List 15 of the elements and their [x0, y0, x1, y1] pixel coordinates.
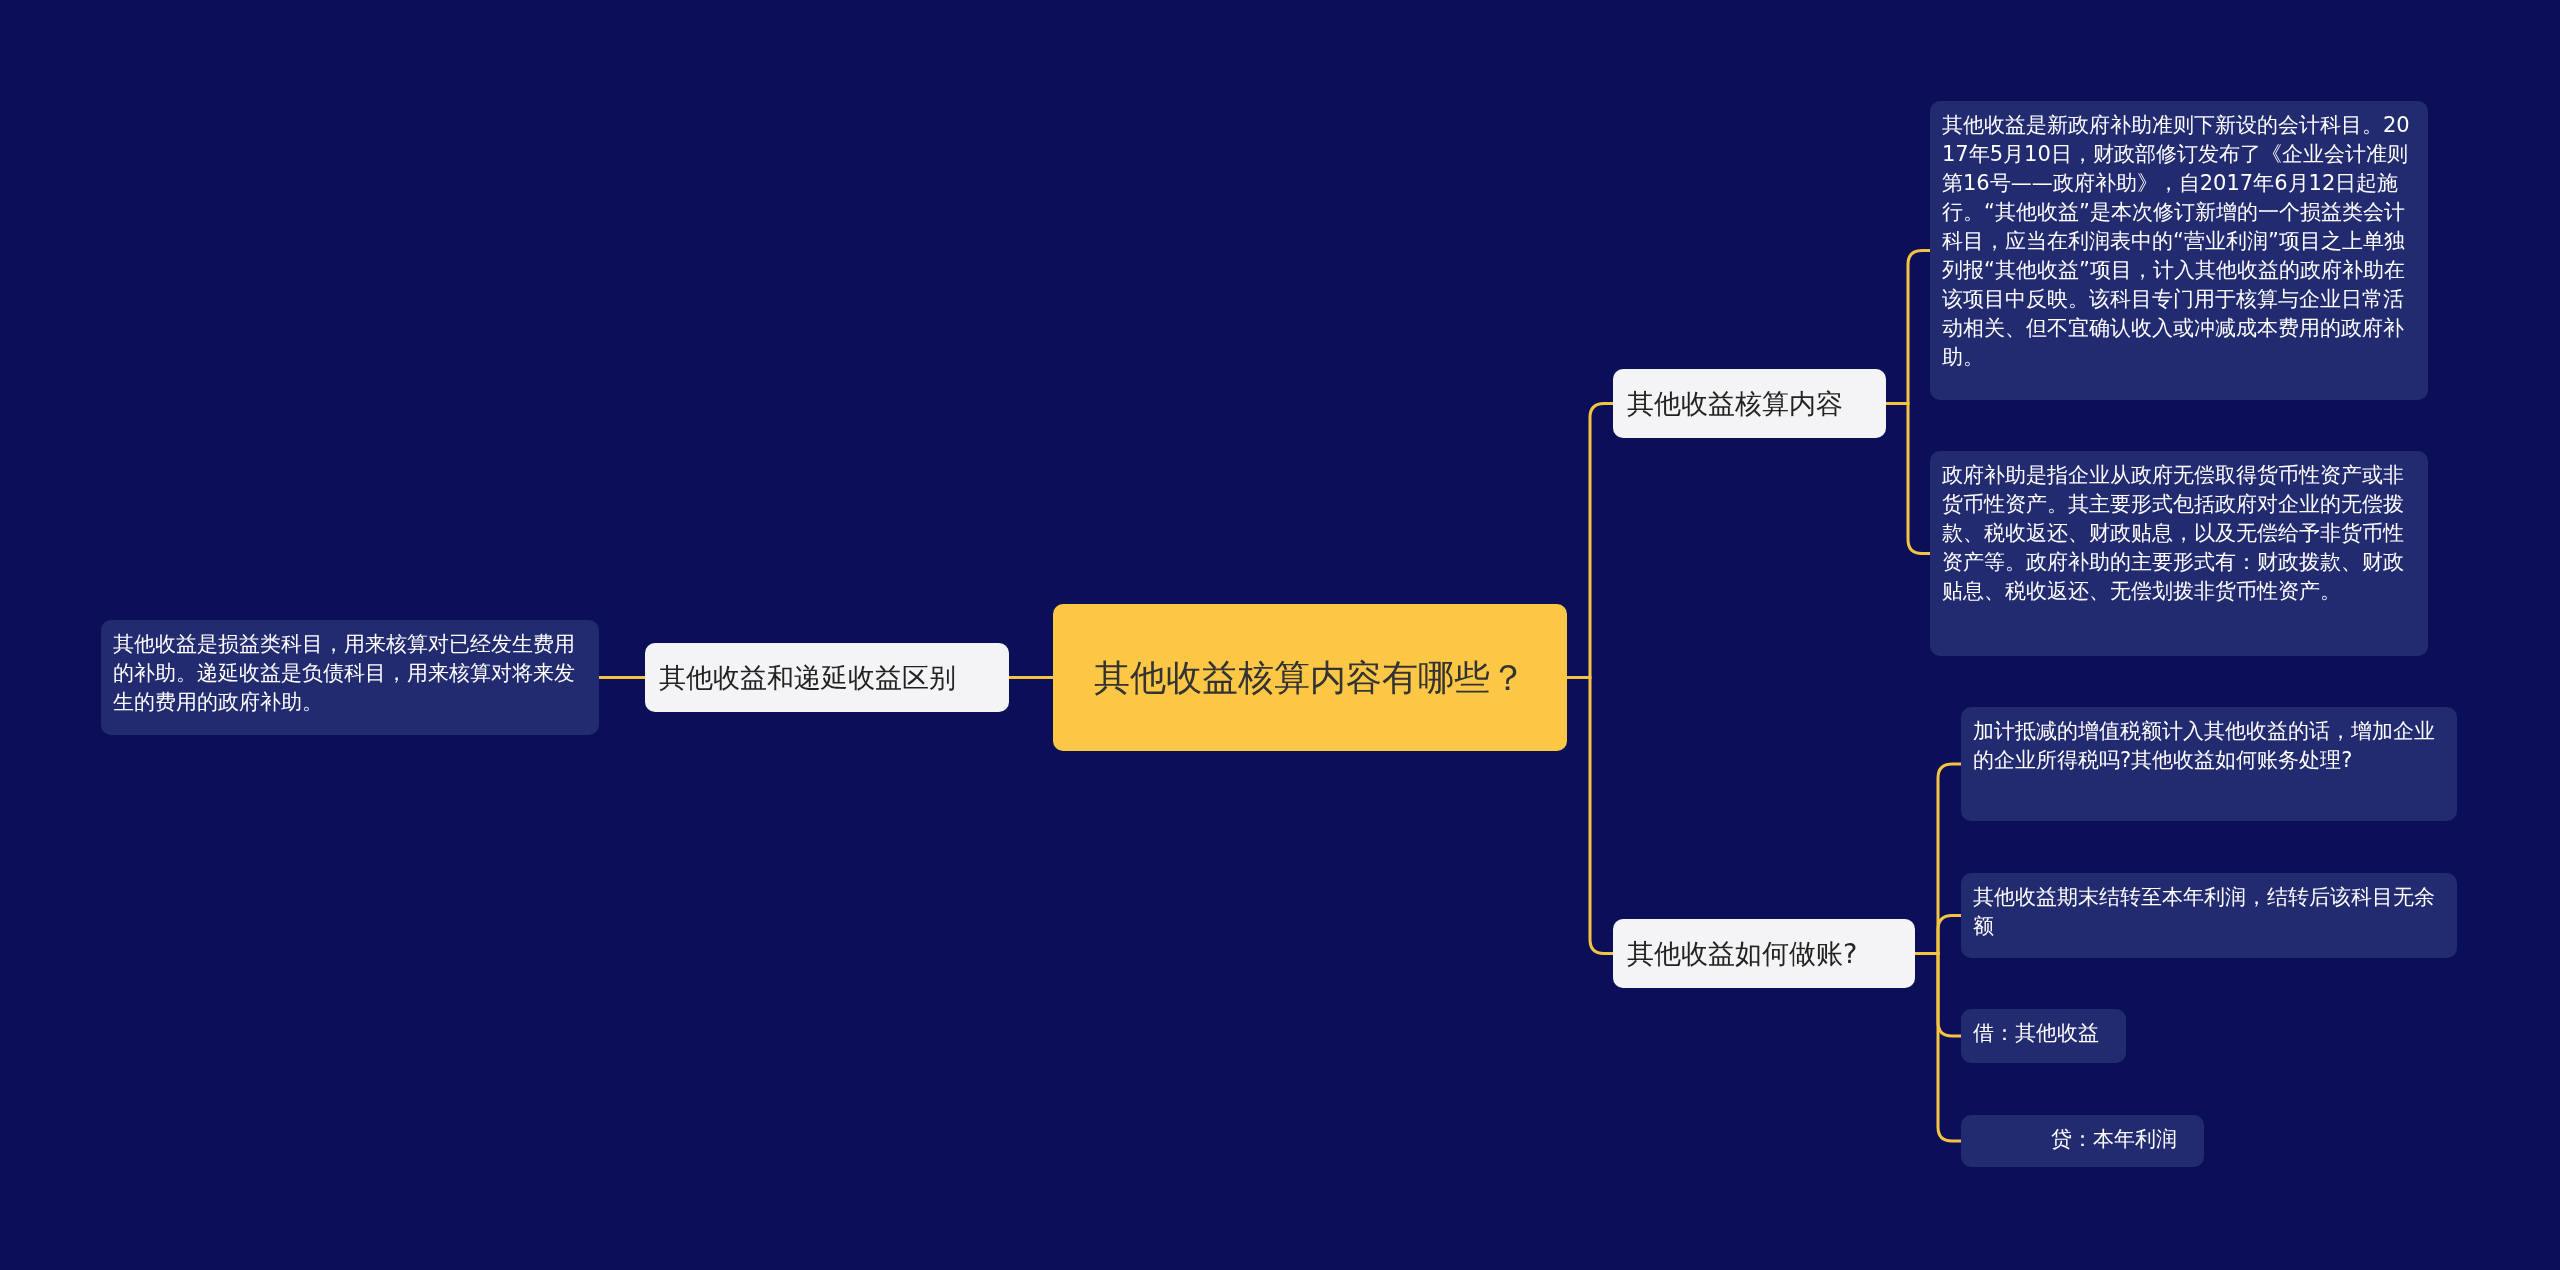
note-box: 贷：本年利润: [1961, 1115, 2204, 1167]
topic-box: 其他收益核算内容: [1613, 369, 1886, 438]
note-box: 政府补助是指企业从政府无偿取得货币性资产或非货币性资产。其主要形式包括政府对企业的无偿拨款、税收返还、财政贴息，以及无偿给予非货币性资产等。政府补助的主要形式有：财政拨款、财政贴息、税收返还、无偿划拨非货币性资产。: [1930, 451, 2428, 656]
connector-line: [599, 676, 645, 679]
root-topic-box: 其他收益核算内容有哪些？: [1053, 604, 1567, 751]
connector-line: [1567, 676, 1613, 955]
note-box: 借：其他收益: [1961, 1009, 2126, 1063]
topic-box: 其他收益如何做账?: [1613, 919, 1915, 988]
topic-box: 其他收益和递延收益区别: [645, 643, 1009, 712]
connector-line: [1009, 676, 1053, 679]
note-box: 其他收益是损益类科目，用来核算对已经发生费用的补助。递延收益是负债科目，用来核算对将来发生的费用的政府补助。: [101, 620, 599, 735]
note-box: 其他收益是新政府补助准则下新设的会计科目。2017年5月10日，财政部修订发布了《企业会计准则第16号——政府补助》，自2017年6月12日起施行。“其他收益”是本次修订新增的一个损益类会计科目，应当在利润表中的“营业利润”项目之上单独列报“其他收益”项目，计入其他收益的政府补助在该项目中反映。该科目专门用于核算与企业日常活动相关、但不宜确认收入或冲减成本费用的政府补助。: [1930, 101, 2428, 400]
note-box: 加计抵减的增值税额计入其他收益的话，增加企业的企业所得税吗?其他收益如何账务处理?: [1961, 707, 2457, 821]
note-box: 其他收益期末结转至本年利润，结转后该科目无余额: [1961, 873, 2457, 958]
connector-line: [1886, 402, 1930, 555]
